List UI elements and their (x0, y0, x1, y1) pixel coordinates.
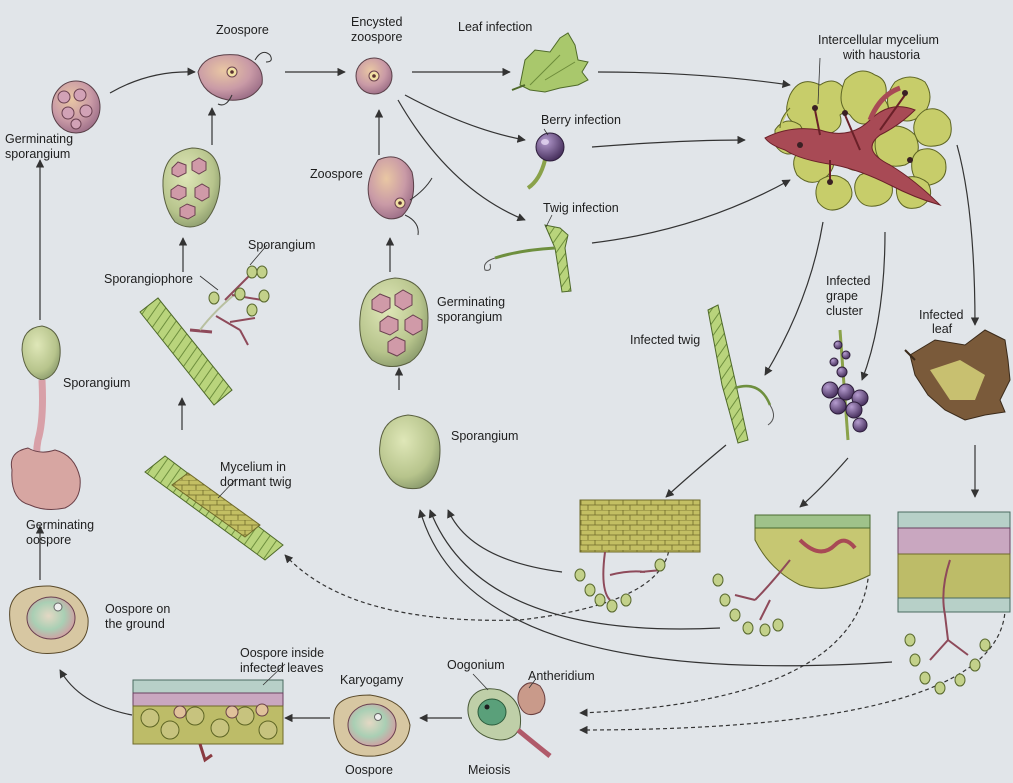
label-karyogamy: Karyogamy (340, 673, 404, 687)
label-mycelium-2: with haustoria (842, 48, 920, 62)
encysted-zoospore (356, 58, 392, 94)
label-berry-infection: Berry infection (541, 113, 621, 127)
twig-section-sporulation (575, 500, 700, 612)
label-encysted-2: zoospore (351, 30, 402, 44)
infected-grape-cluster (822, 330, 868, 440)
label-mycelium-1: Intercellular mycelium (818, 33, 939, 47)
label-sporangiophore: Sporangiophore (104, 272, 193, 286)
sporangiophore-twig (140, 266, 269, 405)
label-infected-grape-2: grape (826, 289, 858, 303)
germinating-sporangium-upper (163, 148, 220, 227)
label-sporangium-center: Sporangium (451, 429, 518, 443)
label-oogonium: Oogonium (447, 658, 505, 672)
label-oospore-inside-1: Oospore inside (240, 646, 324, 660)
label-zoospore-top: Zoospore (216, 23, 269, 37)
label-meiosis: Meiosis (468, 763, 510, 777)
label-encysted-1: Encysted (351, 15, 402, 29)
leaf-section-sporulation (898, 512, 1010, 694)
infected-twig (708, 305, 774, 443)
twig-infection-twig (484, 225, 571, 292)
berry-section-sporulation (713, 515, 870, 636)
oospore-inside-leaves (133, 680, 283, 760)
zoospore-middle (368, 157, 432, 235)
dashed-arrows (285, 524, 1005, 730)
label-oospore-ground-1: Oospore on (105, 602, 170, 616)
label-infected-twig: Infected twig (630, 333, 700, 347)
germinating-sporangium-left (52, 81, 100, 133)
label-infected-grape-3: cluster (826, 304, 863, 318)
sporangium-on-oospore (11, 326, 80, 509)
label-antheridium: Antheridium (528, 669, 595, 683)
label-twig-infection: Twig infection (543, 201, 619, 215)
label-zoospore-middle: Zoospore (310, 167, 363, 181)
label-infected-grape-1: Infected (826, 274, 871, 288)
label-sporangium-upper: Sporangium (248, 238, 315, 252)
zoospore-top (198, 52, 271, 105)
label-infected-leaf-1: Infected (919, 308, 964, 322)
label-infected-leaf-2: leaf (932, 322, 953, 336)
label-oospore-ground-2: the ground (105, 617, 165, 631)
berry-infection-berry (528, 133, 564, 188)
label-germ-spor-left-1: Germinating (5, 132, 73, 146)
germinating-sporangium-middle (360, 278, 428, 367)
intercellular-mycelium (765, 71, 951, 210)
karyogamy-oospore (334, 695, 410, 756)
label-leaf-infection: Leaf infection (458, 20, 532, 34)
oogonium-antheridium (468, 683, 550, 756)
infected-leaf (905, 330, 1010, 420)
leaf-infection-leaf (512, 33, 588, 92)
label-oospore-bottom: Oospore (345, 763, 393, 777)
label-oospore-inside-2: infected leaves (240, 661, 323, 675)
label-germ-spor-mid-2: sporangium (437, 310, 502, 324)
oospore-on-ground (10, 586, 89, 654)
sporangium-center (380, 415, 440, 489)
label-dormant-1: Mycelium in (220, 460, 286, 474)
label-germ-oospore-1: Germinating (26, 518, 94, 532)
label-dormant-2: dormant twig (220, 475, 292, 489)
label-germ-spor-left-2: sporangium (5, 147, 70, 161)
label-germ-oospore-2: oospore (26, 533, 71, 547)
label-germ-spor-mid-1: Germinating (437, 295, 505, 309)
label-sporangium-left: Sporangium (63, 376, 130, 390)
